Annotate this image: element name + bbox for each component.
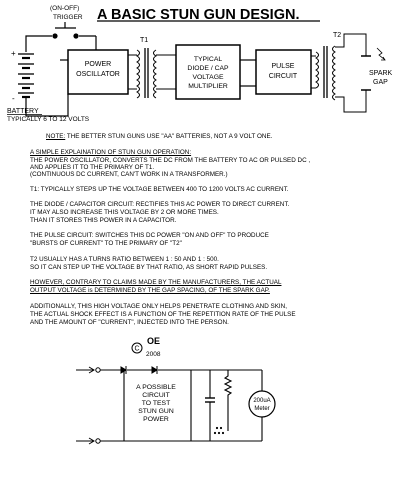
meter-label-2: Meter xyxy=(254,406,269,412)
para3-line3: THAN IT STORES THIS POWER IN A CAPACITOR… xyxy=(30,217,177,224)
para4-line2: "BURSTS OF CURRENT" TO THE PRIMARY OF "T… xyxy=(30,240,182,247)
t1-label: T1 xyxy=(140,37,148,44)
power-oscillator-label-1: POWER xyxy=(85,61,111,68)
transformer-t2 xyxy=(311,33,371,113)
trigger-switch xyxy=(52,22,79,39)
para5-line1: T2 USUALLY HAS A TURNS RATIO BETWEEN 1 :… xyxy=(30,256,219,263)
spark-gap-label-1: SPARK xyxy=(369,70,393,77)
para1-line1: THE POWER OSCILLATOR, CONVERTS THE DC FR… xyxy=(30,157,311,164)
test-circuit-caption-2: CIRCUIT xyxy=(142,392,170,399)
pulse-circuit-label-1: PULSE xyxy=(272,63,295,70)
multiplier-to-pulse-wires xyxy=(240,59,256,87)
switch-label-trigger: TRIGGER xyxy=(53,14,83,21)
copyright-symbol: C xyxy=(134,346,139,353)
voltage-multiplier-label-4: MULTIPLIER xyxy=(188,83,228,90)
test-circuit-caption-1: A POSSIBLE xyxy=(136,384,176,391)
test-circuit-caption-3: TO TEST xyxy=(142,400,170,407)
power-oscillator-block xyxy=(67,49,129,95)
test-circuit-arrows xyxy=(76,366,95,445)
page-title: A BASIC STUN GUN DESIGN. xyxy=(97,7,299,23)
note-body: THE BETTER STUN GUNS USE "AA" BATTERIES,… xyxy=(65,133,273,140)
voltage-multiplier-label-1: TYPICAL xyxy=(194,56,223,63)
copyright-circle xyxy=(131,342,143,354)
explanation-heading: A SIMPLE EXPLAINATION OF STUN GUN OPERAT… xyxy=(30,149,192,156)
however-label: HOWEVER, xyxy=(30,279,65,286)
spark-gap xyxy=(376,47,386,61)
copyright-year: 2008 xyxy=(146,351,161,358)
battery-plus-sign: + xyxy=(11,49,16,58)
note-label: NOTE: xyxy=(46,133,66,140)
battery-cells xyxy=(18,53,34,99)
para3-line2: IT MAY ALSO INCREASE THIS VOLTAGE BY 2 O… xyxy=(30,209,219,216)
para7-line2: THE ACTUAL SHOCK EFFECT IS A FUNCTION OF… xyxy=(30,311,296,318)
test-circuit-wiring xyxy=(100,369,263,442)
para4-line1: THE PULSE CIRCUIT: SWITCHES THIS DC POWE… xyxy=(30,232,269,239)
copyright-mark: OE xyxy=(147,336,160,346)
microamp-meter xyxy=(248,390,276,418)
para1-line3: (CONTINUOUS DC CURRENT, CAN'T WORK IN A … xyxy=(30,171,228,178)
test-circuit-diodes xyxy=(120,366,158,374)
voltage-multiplier-label-2: DIODE / CAP xyxy=(187,65,229,72)
test-circuit-caption-5: POWER xyxy=(143,416,169,423)
spark-gap-label-2: GAP xyxy=(373,79,388,86)
para3-line1: THE DIODE / CAPACITOR CIRCUIT: RECTIFIES… xyxy=(30,201,290,208)
t2-label: T2 xyxy=(333,32,341,39)
para5-line2: SO IT CAN STEP UP THE VOLTAGE BY THAT RA… xyxy=(30,264,268,271)
pulse-circuit-label-2: CIRCUIT xyxy=(269,73,298,80)
battery-minus-sign: - xyxy=(12,94,15,103)
voltage-multiplier-label-3: VOLTAGE xyxy=(192,74,224,81)
switch-label-on-off: (ON-OFF) xyxy=(50,5,79,12)
para2-line1: T1: TYPICALLY STEPS UP THE VOLTAGE BETWE… xyxy=(30,186,289,193)
voltage-multiplier-block xyxy=(175,44,241,100)
battery-voltage-label: TYPICALLY 6 TO 12 VOLTS xyxy=(7,116,90,123)
para6-line2: OUTPUT VOLTAGE is DETERMINED BY THE GAP … xyxy=(30,287,270,294)
para7-line3: AND THE AMOUNT OF "CURRENT", INJECTED IN… xyxy=(30,319,229,326)
para7-line1: ADDITIONALLY, THIS HIGH VOLTAGE ONLY HEL… xyxy=(30,303,287,310)
test-circuit-dots xyxy=(213,426,225,435)
para1-line2: AND APPLIES IT TO THE PRIMARY OF T1. xyxy=(30,164,155,171)
battery-label: BATTERY xyxy=(7,108,39,115)
note-line: NOTE: THE BETTER STUN GUNS USE "AA" BATT… xyxy=(46,133,406,140)
test-circuit-terminals xyxy=(95,367,101,444)
meter-label-1: 200uA xyxy=(253,398,270,404)
test-circuit-caption-4: STUN GUN xyxy=(138,408,174,415)
power-oscillator-label-2: OSCILLATOR xyxy=(76,71,120,78)
transformer-t1 xyxy=(128,48,176,99)
para6-line1: HOWEVER, CONTRARY TO CLAIMS MADE BY THE … xyxy=(30,279,402,286)
pulse-circuit-block xyxy=(255,49,312,95)
para6-line1-rest: CONTRARY TO CLAIMS MADE BY THE MANUFACTU… xyxy=(64,279,282,286)
battery-circuit xyxy=(25,35,97,117)
